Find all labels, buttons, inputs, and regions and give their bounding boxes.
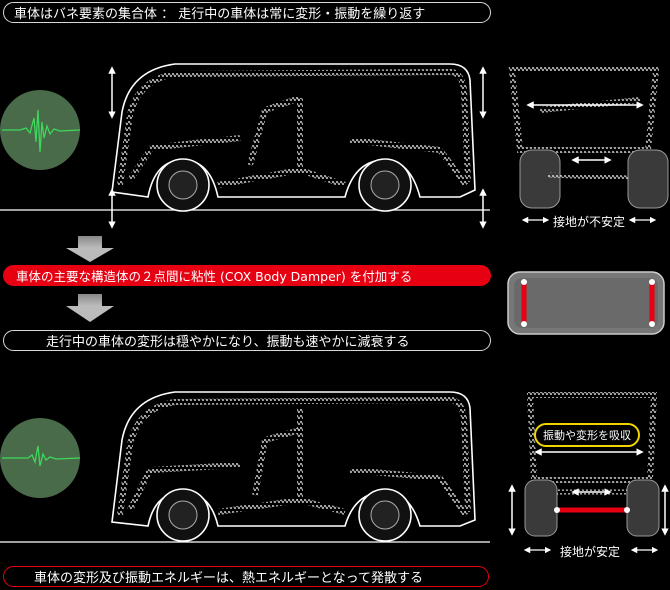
header-banner: 車体はバネ要素の集合体 ： 走行中の車体は常に変形・振動を繰り返す [3,2,491,23]
van-top-view [507,271,665,335]
van-side-top [0,63,490,229]
step2-text: 走行中の車体の変形は穏やかになり、振動も速やかに減衰する [46,335,410,350]
caption-stable: 接地が安定 [560,545,621,559]
waveform-circle-stable [0,418,81,498]
step2-banner: 走行中の車体の変形は穏やかになり、振動も速やかに減衰する [3,330,491,351]
van-rear-top [508,67,669,224]
footer-text: 車体の変形及び振動エネルギーは、熱エネルギーとなって発散する [34,571,423,586]
caption-unstable: 接地が不安定 [553,215,626,229]
van-rear-bottom [508,392,669,554]
footer-banner: 車体の変形及び振動エネルギーは、熱エネルギーとなって発散する [3,566,489,587]
waveform-circle-unstable [0,90,81,170]
down-arrow-1 [66,236,114,262]
step1-banner: 車体の主要な構造体の２点間に粘性 (COX Body Damper) を付加する [3,265,491,286]
header-title: 車体はバネ要素の集合体 ： 走行中の車体は常に変形・振動を繰り返す [14,7,426,22]
absorb-badge: 振動や変形を吸収 [534,423,640,447]
down-arrow-2 [66,294,114,322]
van-side-bottom [0,391,490,543]
absorb-badge-text: 振動や変形を吸収 [543,429,631,442]
step1-text: 車体の主要な構造体の２点間に粘性 (COX Body Damper) を付加する [16,269,413,284]
